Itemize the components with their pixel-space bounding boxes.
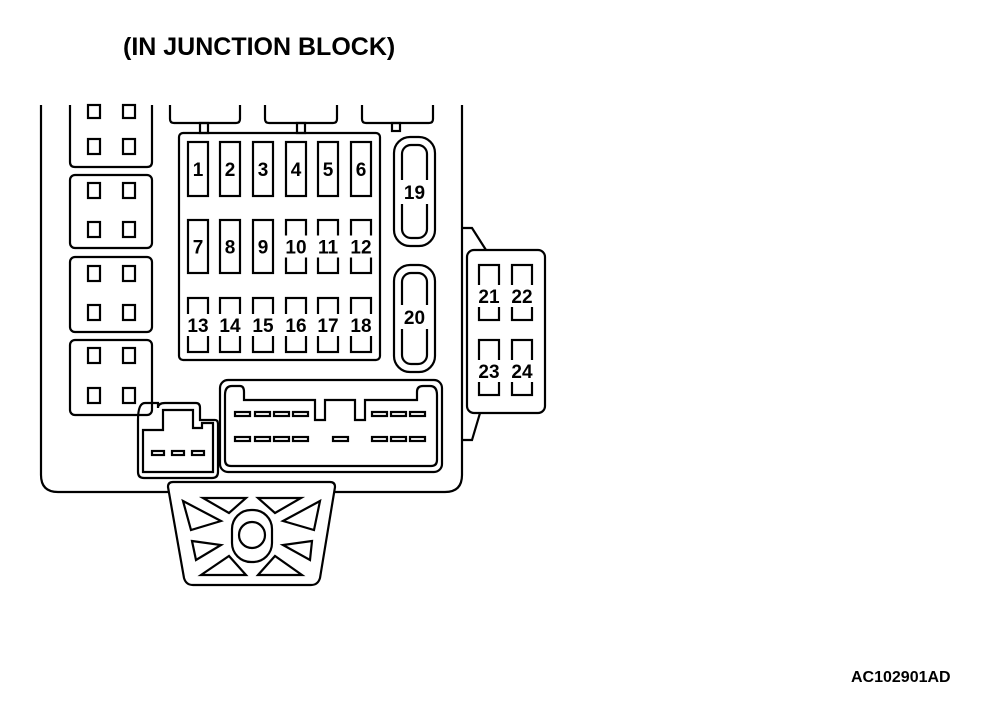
fuse-label: 23 bbox=[478, 362, 499, 383]
fuse-16: 16 bbox=[279, 296, 313, 354]
fuse-label: 20 bbox=[404, 308, 425, 329]
left-relay-blocks bbox=[68, 103, 154, 417]
fuse-label: 13 bbox=[187, 316, 208, 337]
small-connector bbox=[136, 401, 220, 480]
connector-pin bbox=[408, 435, 427, 443]
fuse-7: 7 bbox=[186, 218, 210, 275]
large-fuse-19: 19 bbox=[392, 135, 437, 248]
fuse-13: 13 bbox=[181, 296, 215, 354]
side-fuse-holder bbox=[465, 248, 547, 415]
main-connector bbox=[218, 378, 444, 474]
connector-pin bbox=[253, 410, 272, 418]
fuse-18: 18 bbox=[344, 296, 378, 354]
connector-pin bbox=[233, 435, 252, 443]
fuse-label: 4 bbox=[291, 160, 302, 181]
connector-pin bbox=[233, 410, 252, 418]
side-bracket bbox=[462, 226, 487, 442]
fuse-4: 4 bbox=[284, 140, 308, 198]
connector-pin bbox=[291, 410, 310, 418]
fuse-17: 17 bbox=[311, 296, 345, 354]
fuse-22: 22 bbox=[507, 263, 537, 322]
fuse-label: 19 bbox=[404, 183, 425, 204]
connector-pin bbox=[291, 435, 310, 443]
connector-pin bbox=[331, 435, 350, 443]
fuse-label: 3 bbox=[258, 160, 269, 181]
fuse-12: 12 bbox=[344, 218, 378, 275]
fuse-label: 15 bbox=[252, 316, 274, 337]
fuse-label: 7 bbox=[193, 238, 204, 259]
fuse-label: 5 bbox=[323, 160, 334, 181]
fuse-label: 17 bbox=[317, 316, 338, 337]
mounting-bracket bbox=[166, 480, 337, 587]
fuse-label: 21 bbox=[478, 287, 500, 308]
fuse-label: 14 bbox=[219, 316, 241, 337]
fuse-label: 10 bbox=[285, 238, 306, 259]
fuse-6: 6 bbox=[349, 140, 373, 198]
fuse-8: 8 bbox=[218, 218, 242, 275]
fuse-15: 15 bbox=[246, 296, 280, 354]
fuse-label: 22 bbox=[511, 287, 532, 308]
connector-pin bbox=[253, 435, 272, 443]
fuse-panel bbox=[177, 131, 382, 362]
fuse-label: 9 bbox=[258, 238, 269, 259]
fuse-23: 23 bbox=[474, 338, 504, 397]
fuse-label: 12 bbox=[350, 238, 371, 259]
fuse-14: 14 bbox=[213, 296, 247, 354]
connector-pin bbox=[408, 410, 427, 418]
diagram-title: (IN JUNCTION BLOCK) bbox=[123, 33, 396, 61]
fuse-label: 24 bbox=[511, 362, 533, 383]
fuse-label: 2 bbox=[225, 160, 236, 181]
junction-block-housing bbox=[39, 105, 464, 494]
large-fuse-20: 20 bbox=[392, 263, 437, 374]
fuse-label: 8 bbox=[225, 238, 236, 259]
fuse-5: 5 bbox=[316, 140, 340, 198]
fuse-24: 24 bbox=[507, 338, 537, 397]
fuse-9: 9 bbox=[251, 218, 275, 275]
top-relays bbox=[168, 105, 435, 135]
figure-code: AC102901AD bbox=[851, 669, 951, 686]
fuse-label: 6 bbox=[356, 160, 367, 181]
fuse-label: 11 bbox=[318, 238, 339, 259]
fuse-2: 2 bbox=[218, 140, 242, 198]
fuse-10: 10 bbox=[279, 218, 313, 275]
connector-pin bbox=[272, 410, 291, 418]
fuse-11: 11 bbox=[311, 218, 345, 275]
fuse-label: 18 bbox=[350, 316, 371, 337]
connector-pin bbox=[389, 410, 408, 418]
fuse-21: 21 bbox=[474, 263, 504, 322]
connector-pin bbox=[272, 435, 291, 443]
fuse-1: 1 bbox=[186, 140, 210, 198]
connector-pin bbox=[370, 410, 389, 418]
connector-pin bbox=[370, 435, 389, 443]
fuse-label: 16 bbox=[285, 316, 306, 337]
connector-pin bbox=[389, 435, 408, 443]
fuse-label: 1 bbox=[193, 160, 204, 181]
fuse-3: 3 bbox=[251, 140, 275, 198]
